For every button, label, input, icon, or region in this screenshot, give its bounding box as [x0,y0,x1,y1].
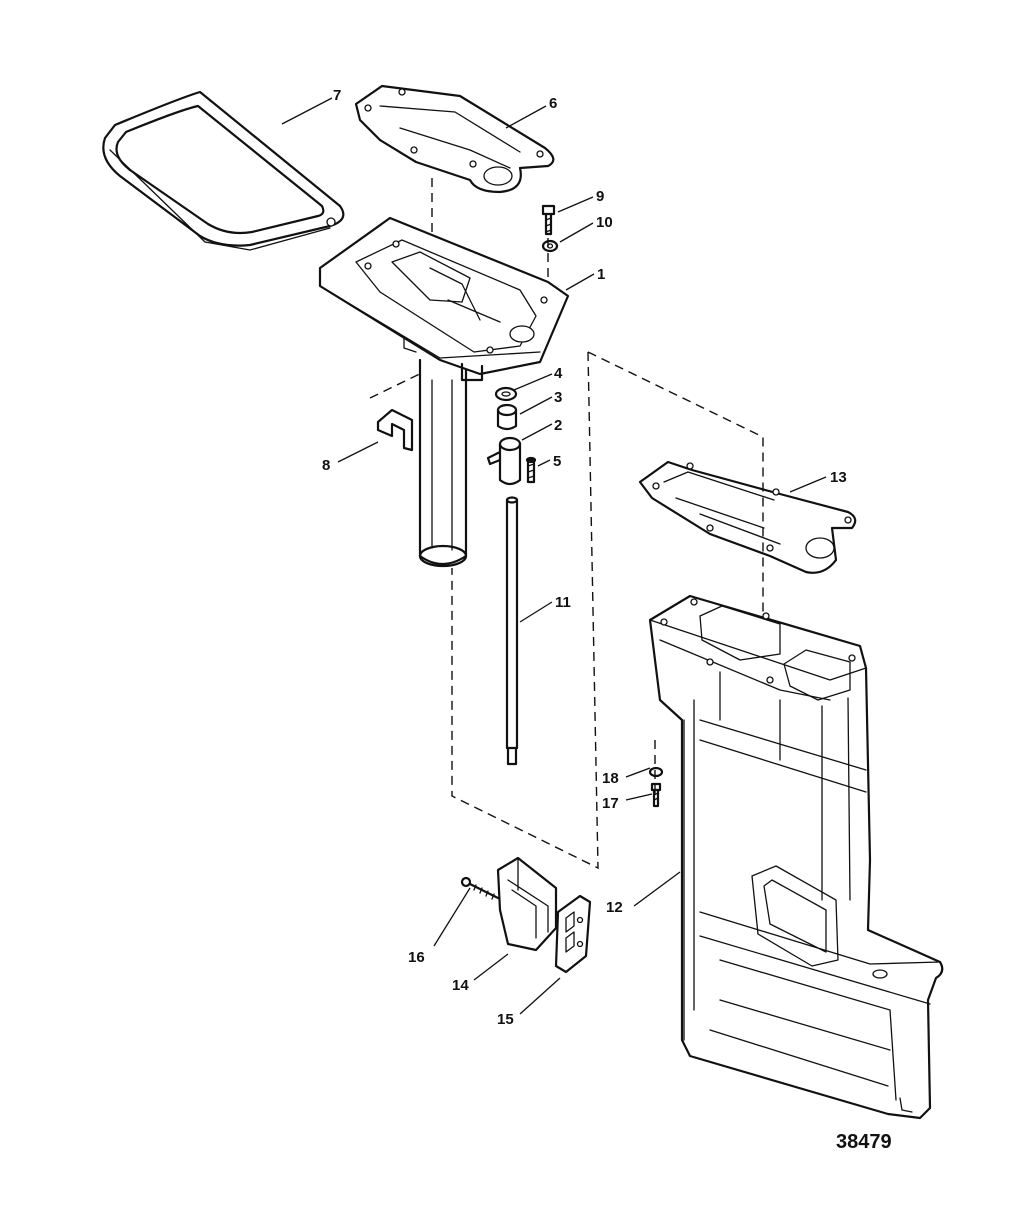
part-16-screw [460,876,500,900]
callout-12: 12 [606,899,623,916]
part-13-gasket [638,460,857,574]
part-9-bolt [541,204,556,236]
callout-5: 5 [553,453,561,470]
part-11-rod [505,496,519,766]
part-17-bolt [650,782,662,808]
callout-2: 2 [554,417,562,434]
callout-4: 4 [554,365,563,382]
part-5-screw [525,456,537,484]
callout-13: 13 [830,469,847,486]
callout-6: 6 [549,95,557,112]
part-14-cover [496,856,558,952]
callout-labels: 1 2 3 4 5 6 7 8 9 10 11 12 13 14 15 16 1… [322,87,847,1028]
callout-18: 18 [602,770,619,787]
callout-16: 16 [408,949,425,966]
callout-9: 9 [596,188,604,205]
leader-lines [281,97,827,1015]
part-8-clip [376,408,414,452]
callout-11: 11 [555,594,571,611]
part-12-housing [648,594,944,1120]
part-18-washer [648,766,664,778]
figure-number: 38479 [836,1131,892,1153]
callout-15: 15 [497,1011,514,1028]
callout-3: 3 [554,389,562,406]
callout-14: 14 [452,977,469,994]
part-15-plate [554,894,592,974]
part-7-seal [102,90,345,251]
part-2-bracket [486,436,522,486]
part-4-washer [494,386,518,402]
part-10-washer [541,239,559,253]
callout-10: 10 [596,214,613,231]
part-1-adaptor-plate [318,216,570,568]
callout-7: 7 [333,87,341,104]
callout-8: 8 [322,457,330,474]
part-3-bushing [496,403,518,431]
callout-17: 17 [602,795,619,812]
part-6-gasket [354,84,555,194]
callout-1: 1 [597,266,605,283]
